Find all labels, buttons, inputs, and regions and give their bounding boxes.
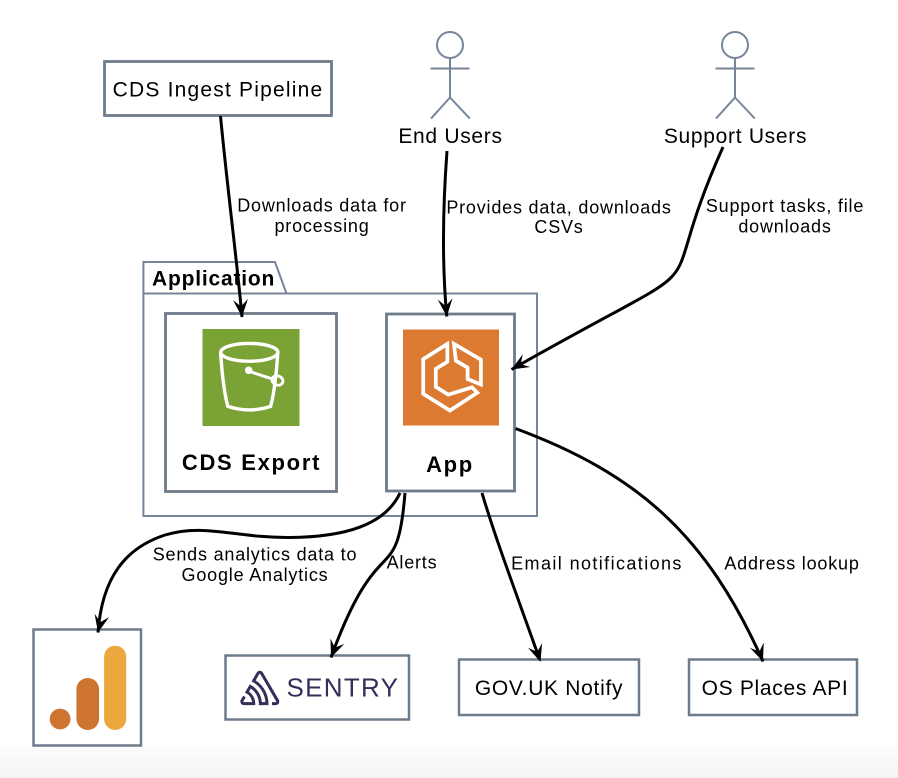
svg-text:Address lookup: Address lookup	[724, 554, 859, 574]
svg-text:GOV.UK Notify: GOV.UK Notify	[475, 677, 623, 700]
svg-text:SENTRY: SENTRY	[287, 673, 400, 703]
svg-text:OS Places API: OS Places API	[702, 677, 849, 700]
svg-text:CDS Ingest Pipeline: CDS Ingest Pipeline	[113, 79, 324, 102]
svg-text:End Users: End Users	[398, 125, 502, 148]
svg-text:Application: Application	[152, 268, 275, 291]
svg-text:processing: processing	[274, 216, 369, 236]
svg-text:App: App	[426, 452, 474, 477]
svg-text:CSVs: CSVs	[534, 217, 583, 237]
svg-text:Alerts: Alerts	[387, 553, 438, 573]
svg-text:Google Analytics: Google Analytics	[182, 565, 329, 585]
svg-text:Sends analytics data to: Sends analytics data to	[153, 545, 358, 565]
svg-text:Support Users: Support Users	[664, 125, 807, 148]
svg-text:CDS Export: CDS Export	[182, 450, 321, 475]
svg-text:Email notifications: Email notifications	[511, 554, 683, 574]
svg-text:Support tasks, file: Support tasks, file	[706, 196, 864, 216]
svg-text:Downloads data for: Downloads data for	[237, 196, 407, 216]
svg-text:downloads: downloads	[738, 217, 831, 237]
svg-text:Provides data, downloads: Provides data, downloads	[446, 198, 671, 218]
